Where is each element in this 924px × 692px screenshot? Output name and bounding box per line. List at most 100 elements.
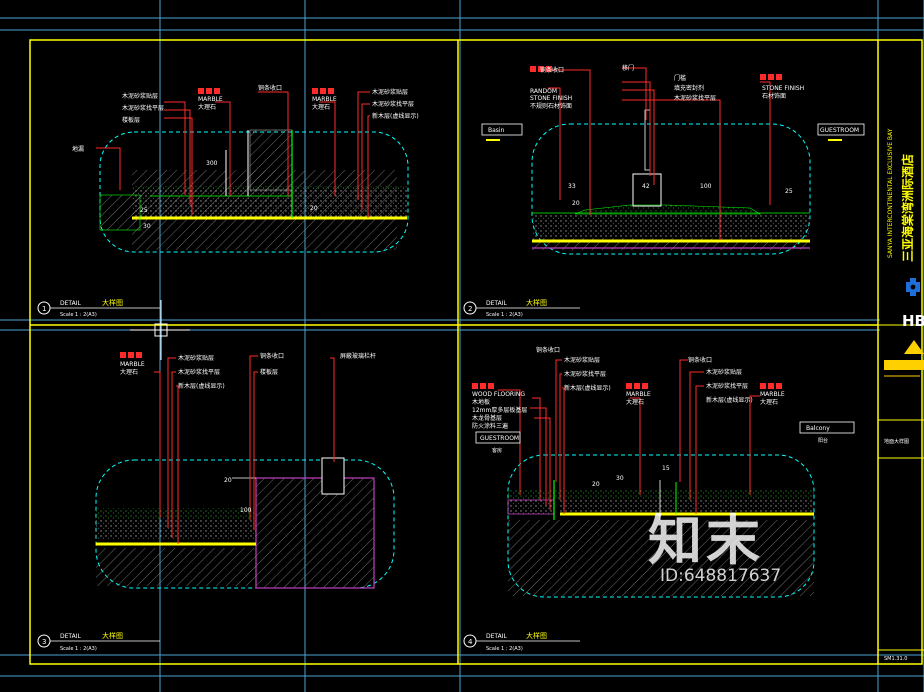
p4-label-marble-a: MARBLE [626,391,651,398]
p3-detail: DETAIL [60,633,81,640]
p2-dim-42: 42 [642,183,650,190]
p3-dim-100: 100 [240,507,252,514]
p4-num: 4 [468,638,473,646]
p4-scale: Scale 1 : 2(A3) [486,646,523,652]
p4-label-mortar4: 木泥砂浆找平层 [706,382,748,390]
panel-2-title: 2 DETAIL 大样图 Scale 1 : 2(A3) [463,298,580,318]
panel-3-leaders [154,355,335,544]
p2-label-door: 移门 [622,64,634,72]
p3-label-slab: 楼板层 [260,368,278,376]
panel-1: 地漏 MARBLE 大理石 木泥砂浆贴层 木泥砂浆找平层 楼板层 铜条收口 MA… [37,84,419,318]
p3-label-mortar1: 木泥砂浆贴层 [178,354,214,362]
sheet-title-cn: 地面大样图 [884,438,909,445]
panel-1-tags [198,88,334,94]
sheet-number: SM1.31.0 [884,656,907,662]
p4-label-marble-b: MARBLE [760,391,785,398]
p4-label-keel: 木龙骨基层 [472,414,502,422]
p4-dim-15: 15 [662,465,670,472]
panel-3: MARBLE 大理石 木泥砂浆贴层 木泥砂浆找平层 新木层(虚线显示) 铜条收口… [37,352,395,652]
panel-1-title: 1 DETAIL 大样图 Scale 1 : 2(A3) [37,298,160,318]
cursor-crosshair-icon [130,300,190,360]
p1-label-slab: 楼板层 [122,116,140,124]
p2-room-left: Basin [488,127,505,134]
p3-label-rail: 屏蔽玻璃栏杆 [340,352,376,360]
p4-label-wood: WOOD FLOORING [472,391,525,398]
p2-label-stone-r-cn: 石材饰面 [762,92,786,100]
p2-scale: Scale 1 : 2(A3) [486,312,523,318]
p2-detail: DETAIL [486,300,507,307]
p1-label-drain: 地漏 [72,145,84,153]
p4-label-marble-b-cn: 大理石 [760,398,778,406]
p1-scale: Scale 1 : 2(A3) [60,312,97,318]
p3-title: 大样图 [102,631,123,640]
p3-label-mortar2: 木泥砂浆找平层 [178,368,220,376]
p4-room-balcony: Balcony [806,425,830,432]
p4-label-trim-b: 铜条收口 [688,356,712,364]
panel-2-room-tags: Basin GUESTROOM [481,123,865,141]
p2-title: 大样图 [526,298,547,307]
panel-2-tags [530,66,782,80]
p2-dim-33: 33 [568,183,576,190]
panel-4-room-tags: GUESTROOM 客房 Balcony 阳台 [475,421,855,454]
p2-label-random: RANDOM [530,88,557,95]
p1-dim-25: 25 [140,207,148,214]
watermark-id: ID:648817637 [660,566,782,586]
p3-label-trim: 铜条收口 [260,352,284,360]
project-name-cn: 三亚海棠湾洲际酒店 [900,154,915,262]
p4-dim-30: 30 [616,475,624,482]
p3-dim-20: 20 [224,477,232,484]
p4-label-ply: 12mm厚多层板基层 [472,406,527,414]
p1-label-mortar4: 木泥砂浆找平层 [372,100,414,108]
p2-dim-25: 25 [785,188,793,195]
p4-room-guest-cn: 客房 [492,447,502,454]
project-name-en: SANYA INTERCONTINENTAL EXCLUSIVE BAY [887,128,894,258]
sheet-border [29,39,923,665]
panel-2: 铜条收口 RANDOM STONE FINISH 不规则石材饰面 移门 门槛 填… [463,64,865,318]
watermark-logo: 知末 [648,509,764,572]
p1-dim-300: 300 [206,160,218,167]
title-block-sidebar: SANYA INTERCONTINENTAL EXCLUSIVE BAY 三亚海… [887,128,915,262]
p2-label-mortar: 木泥砂浆找平层 [674,94,716,102]
p4-label-timber-b: 新木层(虚线显示) [706,396,753,404]
p4-label-fire: 防火涂料三遍 [472,422,508,430]
p4-detail: DETAIL [486,633,507,640]
p1-detail: DETAIL [60,300,81,307]
title-block: SANYA INTERCONTINENTAL EXCLUSIVE BAY 三亚海… [878,128,924,662]
p3-label-marble: MARBLE [120,361,145,368]
p1-label-marble-a-cn: 大理石 [198,103,216,111]
p4-label-mortar3: 木泥砂浆贴层 [706,368,742,376]
p2-label-sealant: 填充密封剂 [674,84,704,92]
p1-label-mortar3: 木泥砂浆贴层 [372,88,408,96]
p4-label-mortar1: 木泥砂浆贴层 [564,356,600,364]
p1-label-mortar1: 木泥砂浆贴层 [122,92,158,100]
panel-2-section [531,109,811,255]
p4-title: 大样图 [526,631,547,640]
p4-room-balcony-cn: 阳台 [818,437,828,444]
p2-label-trim: 铜条收口 [540,66,564,74]
hbd-logo-icon: HB [902,278,924,330]
p1-num: 1 [42,305,46,313]
p3-scale: Scale 1 : 2(A3) [60,646,97,652]
p2-dim-20: 20 [572,200,580,207]
logo-text: HB [902,312,924,330]
p3-num: 3 [42,638,46,646]
panel-4: 木泥砂浆贴层 木泥砂浆找平层 新木层(虚线显示) 铜条收口 WOOD FLOOR… [463,346,855,652]
p2-num: 2 [468,305,472,313]
p4-label-trim-a: 铜条收口 [536,346,560,354]
p2-dim-100: 100 [700,183,712,190]
p3-label-timber: 新木层(虚线显示) [178,382,225,390]
p4-label-marble-a-cn: 大理石 [626,398,644,406]
panel-4-title: 4 DETAIL 大样图 Scale 1 : 2(A3) [463,631,580,652]
p1-label-marble-a: MARBLE [198,96,223,103]
p1-label-trim: 铜条收口 [258,84,282,92]
panel-1-section [99,129,409,253]
p1-label-timber: 新木层(虚线显示) [372,112,419,120]
p2-label-threshold: 门槛 [674,74,686,82]
hotel-logo-icon [884,340,924,377]
p1-label-marble-b: MARBLE [312,96,337,103]
p2-label-stone: STONE FINISH [530,95,572,102]
p2-label-stone-r: STONE FINISH [762,85,804,92]
panel-1-leaders [96,91,370,218]
p4-room-guest: GUESTROOM [480,435,519,442]
